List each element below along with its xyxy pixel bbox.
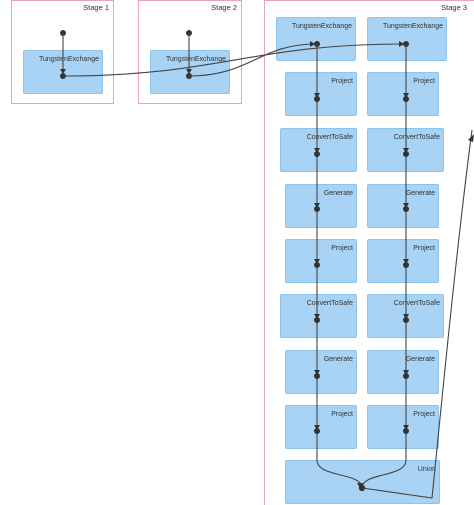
node-project-right-2[interactable]: Project [367,239,439,283]
node-generate-right-1[interactable]: Generate [367,184,439,228]
node-project-left-3[interactable]: Project [285,405,357,449]
node-generate-right-2[interactable]: Generate [367,350,439,394]
stage-3-cluster[interactable]: Stage 3 [264,0,474,505]
node-union[interactable]: Union [285,460,440,504]
node-label: Project [413,411,435,418]
node-convert-to-safe-right-1[interactable]: ConvertToSafe [367,128,444,172]
node-label: TungstenExchange [382,23,443,30]
node-project-right-1[interactable]: Project [367,72,439,116]
node-label: Generate [323,356,353,363]
node-label: Project [331,411,353,418]
node-label: TungstenExchange [165,56,226,63]
node-s1-tungsten-exchange[interactable]: TungstenExchange [23,50,103,94]
node-project-right-3[interactable]: Project [367,405,439,449]
node-convert-to-safe-left-2[interactable]: ConvertToSafe [280,294,357,338]
node-label: Generate [405,190,435,197]
node-s2-tungsten-exchange[interactable]: TungstenExchange [150,50,230,94]
node-label: ConvertToSafe [306,134,353,141]
node-project-left-1[interactable]: Project [285,72,357,116]
node-label: Generate [405,356,435,363]
node-label: ConvertToSafe [393,134,440,141]
node-generate-left-2[interactable]: Generate [285,350,357,394]
node-s3-tungsten-exchange-left[interactable]: TungstenExchange [276,17,356,61]
node-label: Project [331,245,353,252]
node-label: TungstenExchange [291,23,352,30]
node-convert-to-safe-left-1[interactable]: ConvertToSafe [280,128,357,172]
node-label: TungstenExchange [38,56,99,63]
node-label: ConvertToSafe [393,300,440,307]
node-convert-to-safe-right-2[interactable]: ConvertToSafe [367,294,444,338]
node-s3-tungsten-exchange-right[interactable]: TungstenExchange [367,17,447,61]
node-label: Project [413,245,435,252]
stage-1-label: Stage 1 [83,3,109,12]
node-generate-left-1[interactable]: Generate [285,184,357,228]
node-label: ConvertToSafe [306,300,353,307]
stage-3-label: Stage 3 [441,3,467,12]
stage-2-label: Stage 2 [211,3,237,12]
node-project-left-2[interactable]: Project [285,239,357,283]
node-label: Project [413,78,435,85]
node-label: Generate [323,190,353,197]
node-label: Project [331,78,353,85]
node-label: Union [417,466,436,473]
